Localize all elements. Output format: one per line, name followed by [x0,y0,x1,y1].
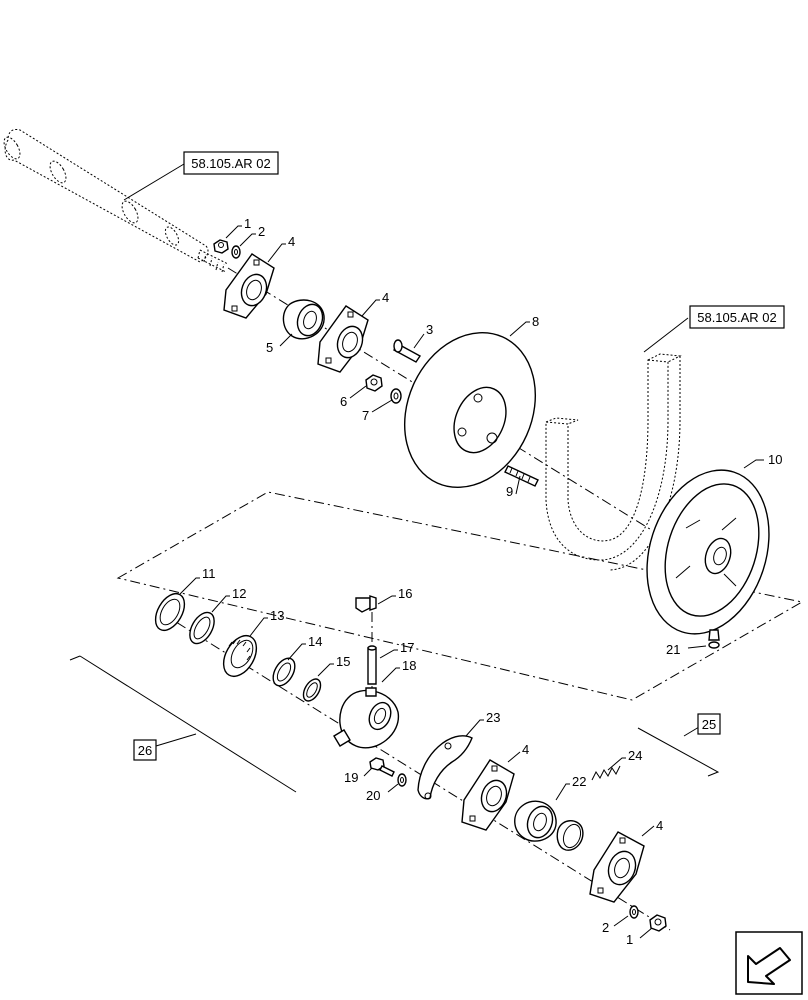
elbow-fitting-16 [355,595,377,613]
flange-4-b [317,305,369,373]
washer-7 [390,388,402,404]
ring-12 [189,611,215,645]
flange-4-c [461,759,515,831]
callout-5: 5 [266,340,273,355]
callout-2-upper: 2 [258,224,265,239]
ref-right-label: 58.105.AR 02 [697,310,777,325]
ring-15 [302,678,322,702]
callout-4-a: 4 [288,234,295,249]
callout-24: 24 [628,748,642,763]
tube-17 [367,645,377,685]
main-axis [227,267,701,561]
arrow-previous-icon[interactable] [735,931,803,995]
shaft [3,129,229,273]
ref-top-label: 58.105.AR 02 [191,156,271,171]
ref-box-right[interactable]: 58.105.AR 02 [689,305,785,329]
spring-24 [591,765,621,781]
bolt-19 [369,757,395,777]
ref-26-label: 26 [138,743,152,758]
callout-20: 20 [366,788,380,803]
callout-11: 11 [202,566,216,581]
callout-8: 8 [532,314,539,329]
housing-18 [333,687,399,749]
shim-23 [417,735,473,800]
grease-fitting-21 [708,629,720,649]
callout-7: 7 [362,408,369,423]
shaft-thread [197,249,229,273]
callout-17: 17 [400,640,414,655]
callout-23: 23 [486,710,500,725]
ref-25-label: 25 [702,717,716,732]
callout-6: 6 [340,394,347,409]
bearing-22 [514,800,557,842]
callout-1-lower: 1 [626,932,633,947]
ring-14 [272,657,296,687]
flange-4-d [589,831,645,903]
ref-box-26[interactable]: 26 [133,739,157,761]
callout-9: 9 [506,484,513,499]
seal-11 [154,592,186,632]
bearing-13 [222,635,258,677]
pin-9 [504,465,539,487]
callout-15: 15 [336,654,350,669]
nut-1-lower [649,914,667,932]
leader-lines [123,163,764,939]
flange-4-a [223,253,275,319]
assembly-boundary [116,491,804,701]
callout-16: 16 [398,586,412,601]
disc-8 [403,331,537,489]
callout-21: 21 [666,642,680,657]
callout-4-b: 4 [382,290,389,305]
callout-18: 18 [402,658,416,673]
callout-12: 12 [232,586,246,601]
collar [556,820,584,851]
callout-1-upper: 1 [244,216,251,231]
callout-4-d: 4 [656,818,663,833]
callout-10: 10 [768,452,782,467]
ref-box-25[interactable]: 25 [697,713,721,735]
callout-22: 22 [572,774,586,789]
pulley-10 [646,469,770,635]
bearing-5 [282,299,325,340]
callout-14: 14 [308,634,322,649]
callout-3: 3 [426,322,433,337]
ref-box-top[interactable]: 58.105.AR 02 [183,151,279,175]
washer-20 [397,773,407,787]
callout-4-c: 4 [522,742,529,757]
nut-6 [365,374,383,392]
nut-1-upper [213,239,229,254]
ref-26-bracket [69,655,297,793]
callouts: 1 2 4 5 4 3 8 6 7 9 10 21 11 12 13 14 15… [202,216,782,947]
bolt-3 [392,339,422,363]
washer-2-lower [629,905,639,919]
callout-13: 13 [270,608,284,623]
callout-2-lower: 2 [602,920,609,935]
washer-2-upper [231,245,241,259]
callout-19: 19 [344,770,358,785]
